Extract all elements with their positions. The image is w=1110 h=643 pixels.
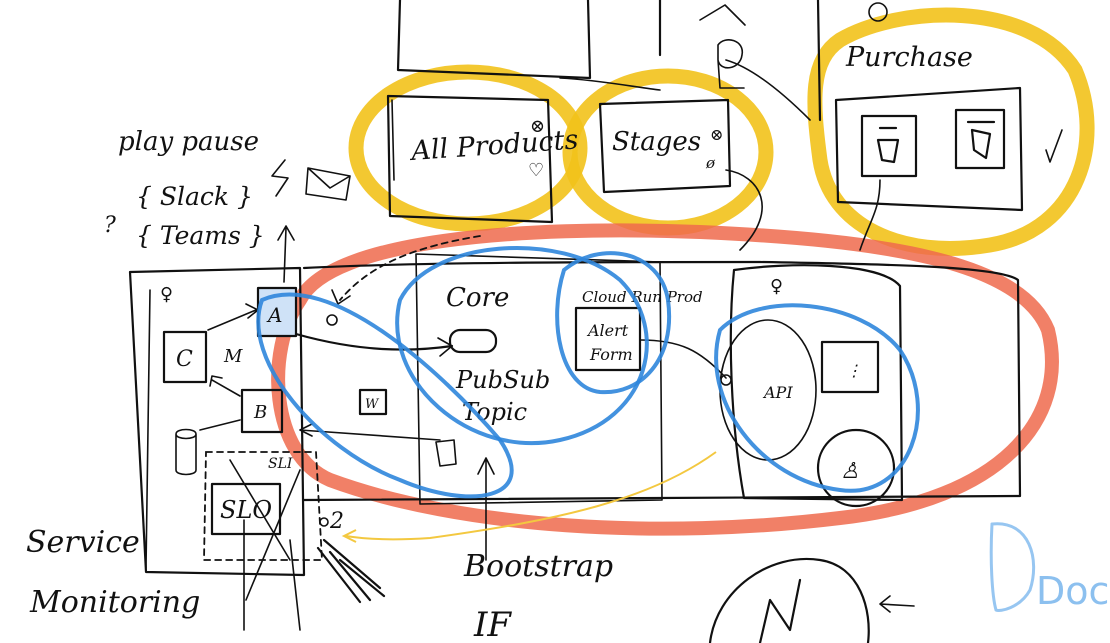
left-panel-arrows xyxy=(199,303,259,431)
top-connector-lines xyxy=(559,59,881,251)
slack-label: { Slack } xyxy=(136,182,253,211)
bottom-circle-sketch xyxy=(708,557,870,643)
top-box-figure xyxy=(699,4,746,89)
stages-x-icon: ⊗ xyxy=(710,125,723,144)
purchase-label: Purchase xyxy=(845,42,973,73)
doc-icon xyxy=(435,439,457,467)
blue-lassos xyxy=(256,246,1036,612)
scribble-mark xyxy=(316,538,386,604)
top-box-middle xyxy=(658,0,822,122)
core-label: Core xyxy=(446,283,509,313)
up-arrow xyxy=(277,225,295,283)
docu-label: Docu xyxy=(1036,569,1110,613)
red-highlight-platform xyxy=(271,223,1059,536)
purchase-product-tile-1 xyxy=(860,114,918,178)
slo-label: SLO xyxy=(220,496,272,524)
box-m-label: M xyxy=(223,346,243,367)
bottom-arrow xyxy=(879,595,915,613)
all-products-heart-icon: ♡ xyxy=(528,160,544,181)
all-products-label: All Products xyxy=(407,124,579,167)
topic-label: Topic xyxy=(462,398,527,426)
left-panel: play pause { Slack } { Teams } ? ♀ C M A… xyxy=(26,127,386,631)
top-boxes xyxy=(396,0,888,122)
slo-connector-dot xyxy=(319,517,329,527)
user-circle xyxy=(816,428,896,508)
slo-box[interactable] xyxy=(210,482,282,536)
panel-pin-icon: ♀ xyxy=(160,284,173,305)
box-w-label: W xyxy=(365,397,380,412)
blue-lasso-alert xyxy=(555,251,672,395)
all-products-box xyxy=(386,94,554,224)
stages-box xyxy=(598,98,732,194)
platform-frame xyxy=(302,260,1022,502)
cloud-run-prod-label: Cloud Run Prod xyxy=(582,288,703,306)
box-c-label: C xyxy=(176,347,193,372)
slo-cross-lines xyxy=(229,459,301,631)
all-products-x-icon: ⊗ xyxy=(530,116,545,137)
blue-lasso-api xyxy=(714,303,920,493)
stages-label: Stages xyxy=(612,127,701,157)
service-monitoring-line-1: Service xyxy=(26,525,140,560)
dashed-arrow-to-a xyxy=(339,235,481,301)
form-label: Form xyxy=(589,345,633,364)
blue-lasso-core xyxy=(395,246,649,446)
lightning-icon xyxy=(271,159,289,197)
stages-card[interactable]: Stages ⊗ ø xyxy=(598,98,732,194)
box-a-label: A xyxy=(266,303,282,327)
number-2-label: 2 xyxy=(329,509,344,534)
left-panel-frame xyxy=(128,266,306,577)
api-label: API xyxy=(762,383,793,402)
database-icon xyxy=(175,428,197,476)
top-box-left xyxy=(396,0,592,80)
alert-label: Alert xyxy=(586,321,629,340)
api-side-box xyxy=(820,340,880,394)
if-label: IF xyxy=(473,605,512,643)
question-label: ? xyxy=(104,213,116,238)
blue-lasso-left xyxy=(256,292,514,499)
yellow-return-line xyxy=(341,451,717,543)
service-monitoring-line-2: Monitoring xyxy=(29,585,200,620)
bootstrap-arrow xyxy=(477,457,495,561)
api-side-box-dots: ⋮ xyxy=(846,361,862,380)
mail-icon xyxy=(305,167,351,201)
pubsub-topic-icon xyxy=(448,328,498,354)
teams-label: { Teams } xyxy=(136,221,265,250)
a-to-pubsub-line xyxy=(294,332,454,351)
box-b[interactable] xyxy=(240,388,284,434)
box-w xyxy=(358,388,388,416)
stages-o-icon: ø xyxy=(705,154,716,172)
purchase-check-mark xyxy=(1045,129,1063,163)
alert-form-box[interactable] xyxy=(574,306,642,372)
box-b-label: B xyxy=(253,402,267,423)
a-connector-dot xyxy=(326,314,338,326)
purchase-box xyxy=(834,86,1024,212)
purchase-product-icon-2 xyxy=(966,120,996,160)
sli-label: SLI xyxy=(268,456,293,472)
platform-region: W Core PubSub Topic Cloud Run Prod Alert… xyxy=(294,235,1022,561)
purchase-product-tile-2 xyxy=(954,108,1006,170)
top-small-circle xyxy=(868,2,888,22)
box-c xyxy=(162,330,208,384)
purchase-product-icon-1 xyxy=(876,126,900,164)
play-pause-label: play pause xyxy=(118,127,259,157)
alert-to-api-line xyxy=(639,339,727,379)
yellow-highlight-purchase xyxy=(807,7,1095,256)
all-products-card[interactable]: All Products ⊗ ♡ xyxy=(386,94,579,224)
user-icon: ♙ xyxy=(840,459,860,484)
api-region xyxy=(729,264,904,502)
blue-docu-letter xyxy=(989,522,1036,612)
purchase-card[interactable]: Purchase xyxy=(834,42,1063,212)
api-pin-icon: ♀ xyxy=(770,276,783,297)
api-connector-dot xyxy=(720,374,732,386)
bootstrap-label: Bootstrap xyxy=(463,549,613,584)
pubsub-label: PubSub xyxy=(455,366,550,394)
